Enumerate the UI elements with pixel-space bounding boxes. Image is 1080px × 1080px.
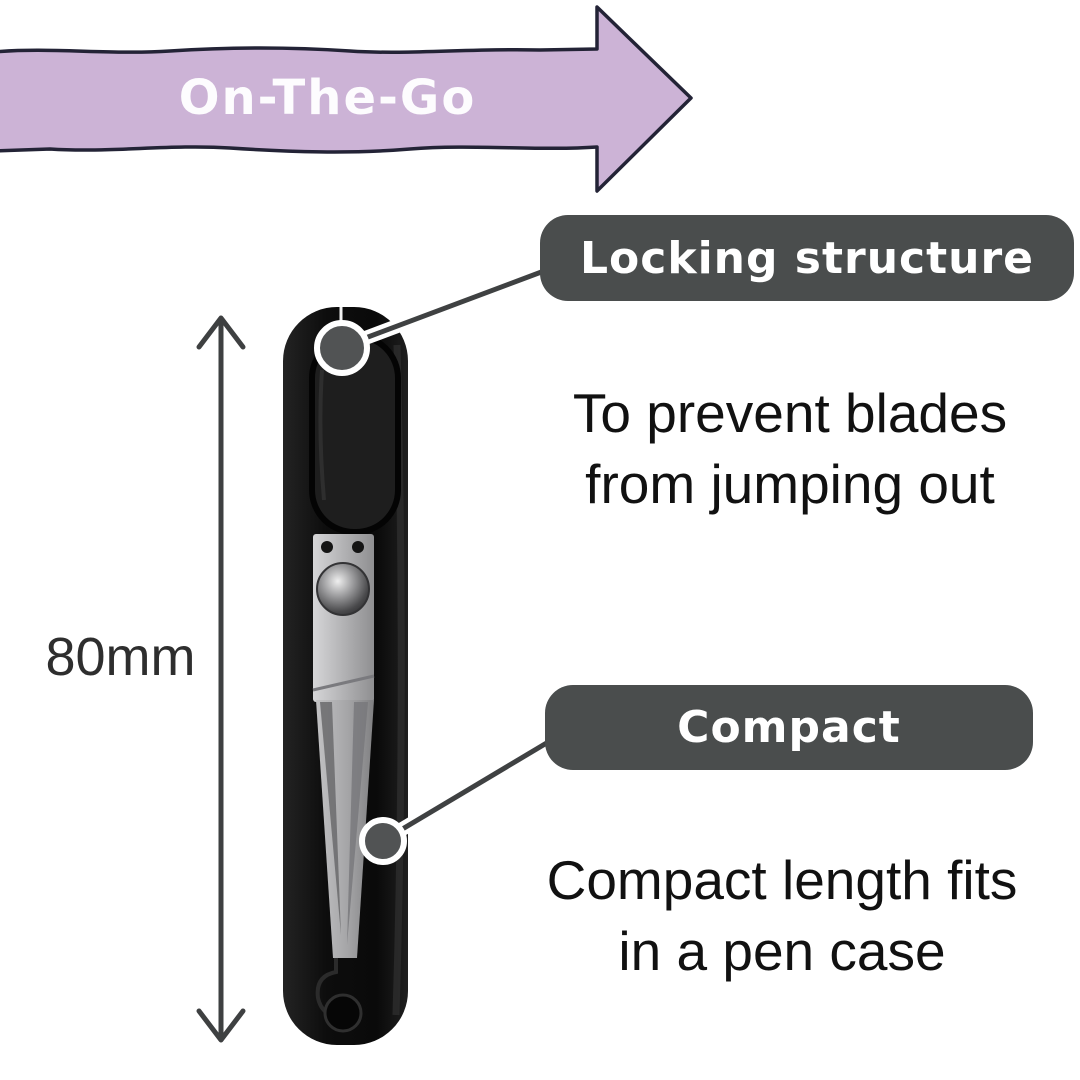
- callout-locking-structure: [314, 261, 555, 376]
- plate-seam: [312, 674, 375, 692]
- badge-locking-structure: Locking structure: [540, 215, 1074, 301]
- badge-compact: Compact: [545, 685, 1033, 770]
- callout-line: [343, 265, 553, 349]
- description-compact: Compact length fits in a pen case: [512, 845, 1052, 987]
- pivot-rivet: [316, 562, 370, 616]
- on-the-go-arrow: [0, 5, 693, 193]
- description-locking-structure: To prevent blades from jumping out: [520, 378, 1060, 520]
- description-line-2: from jumping out: [585, 453, 995, 515]
- measurement-label: 80mm: [45, 627, 196, 687]
- measurement-arrow-head-bottom: [196, 1008, 246, 1043]
- blade-bevel-left: [320, 702, 341, 935]
- scissors-product-illustration: [283, 307, 408, 1045]
- lanyard-hole: [323, 993, 363, 1033]
- blade-bevel-right: [347, 702, 368, 945]
- plate-screw-dot-left: [321, 541, 333, 553]
- callout-line: [382, 732, 562, 843]
- plate-screw-dot-right: [352, 541, 364, 553]
- measurement-arrow-head-top: [196, 315, 246, 350]
- badge-label: Locking structure: [579, 232, 1035, 284]
- description-line-2: in a pen case: [618, 920, 946, 982]
- callout-point-circle: [314, 320, 370, 376]
- product-handle-sheen: [318, 369, 326, 501]
- description-line-1: Compact length fits: [546, 849, 1018, 911]
- banner-label: On-The-Go: [178, 70, 477, 126]
- measurement-arrow: [196, 315, 246, 1043]
- callout-point-circle: [359, 817, 407, 865]
- description-line-1: To prevent blades: [572, 382, 1008, 444]
- right-arrow-shape: [0, 5, 693, 193]
- callout-compact: [359, 728, 564, 865]
- badge-label: Compact: [677, 702, 901, 753]
